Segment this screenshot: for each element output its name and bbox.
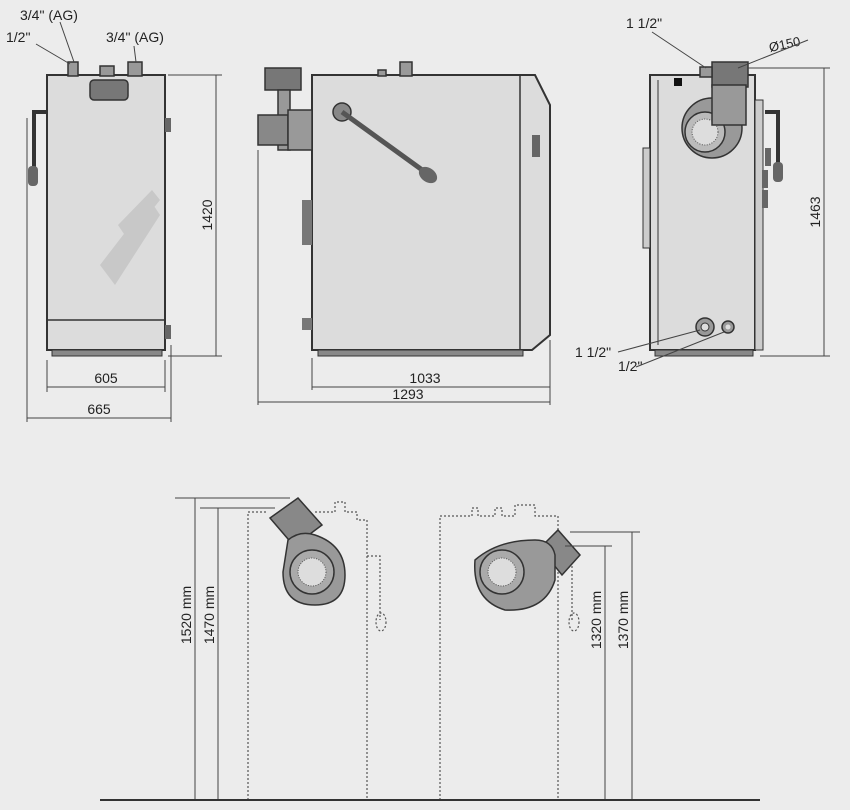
dim-label-665: 665 — [87, 401, 111, 417]
front-display — [89, 79, 129, 101]
label-rear-flue: Ø150 — [768, 34, 802, 55]
label-rear-bottom-a: 1 1/2" — [575, 344, 611, 360]
dim-label-1470: 1470 mm — [201, 586, 217, 644]
front-view: 1420 605 665 3/4" (AG) 1/2" 3/4" (AG) — [6, 7, 222, 422]
side-view: 1033 1293 — [257, 61, 551, 405]
dim-label-1370: 1370 mm — [615, 591, 631, 649]
fan-position-right: 1320 mm 1370 mm — [439, 504, 640, 800]
dim-label-605: 605 — [94, 370, 118, 386]
side-lever-grip — [418, 166, 438, 184]
side-blower-grille — [257, 114, 289, 146]
label-rear-top: 1 1/2" — [626, 15, 662, 31]
front-pipe-a — [67, 61, 79, 77]
dim-label-1520: 1520 mm — [178, 586, 194, 644]
right-boiler-outline — [439, 504, 559, 800]
side-lever — [340, 109, 427, 175]
front-knob-b — [165, 325, 171, 339]
dim-label-1463: 1463 — [807, 196, 823, 227]
fan-position-left: 1520 mm 1470 mm — [175, 496, 387, 800]
front-base — [51, 349, 163, 357]
front-knob-a — [165, 118, 171, 132]
rear-view: 1463 1 1/2" Ø150 1 1/2" 1/2" — [575, 15, 830, 374]
label-front-pipe-a: 3/4" (AG) — [20, 7, 78, 23]
dim-label-1033: 1033 — [409, 370, 440, 386]
side-body — [311, 74, 551, 351]
dim-label-1293: 1293 — [392, 386, 423, 402]
front-pipe-c — [127, 61, 143, 77]
front-pipe-b — [99, 65, 115, 77]
label-front-pipe-c: 3/4" (AG) — [106, 29, 164, 45]
front-handle — [32, 110, 47, 170]
rear-handle — [765, 110, 780, 165]
label-front-pipe-b: 1/2" — [6, 29, 30, 45]
label-rear-bottom-b: 1/2" — [618, 358, 642, 374]
right-fan-grille — [487, 557, 517, 587]
dim-label-1420: 1420 — [199, 199, 215, 230]
left-boiler-outline — [247, 501, 368, 800]
front-handle-grip — [28, 166, 38, 186]
left-fan-grille — [297, 557, 327, 587]
side-blower-top — [264, 67, 302, 91]
dim-label-1320: 1320 mm — [588, 591, 604, 649]
logo-emblem — [100, 190, 160, 285]
